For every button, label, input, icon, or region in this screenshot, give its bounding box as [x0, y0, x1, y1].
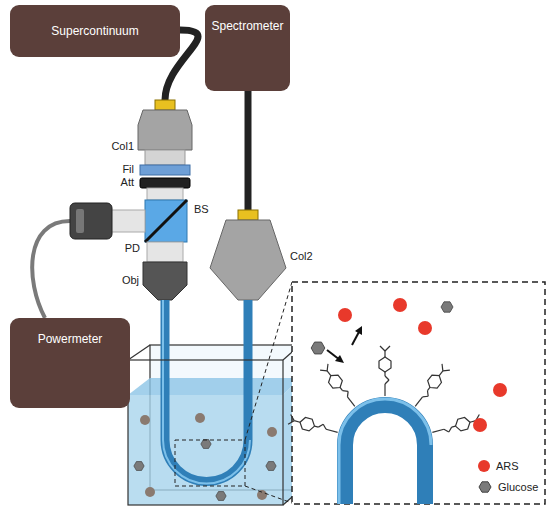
- zoom-inset: [292, 282, 545, 504]
- sample-tank: [245, 486, 292, 503]
- instrument-box: Supercontinuum: [10, 5, 180, 57]
- legend-symbol: [478, 480, 492, 494]
- instrument-name: Spectrometer: [211, 19, 283, 33]
- zoom-inset: [379, 346, 391, 396]
- sample-tank: [195, 413, 205, 423]
- collimator-stack: [147, 242, 183, 262]
- legend-row: ARS: [478, 460, 519, 472]
- fiber-cables: [32, 221, 70, 318]
- collimator-stack: [138, 110, 192, 150]
- fiber-cables: [238, 210, 258, 220]
- instrument-name: Supercontinuum: [51, 24, 138, 38]
- sample-tank: [163, 300, 250, 484]
- component-label: BS: [194, 203, 209, 215]
- sample-tank: [201, 440, 211, 449]
- zoom-inset: [355, 326, 362, 335]
- zoom-inset: [319, 363, 359, 410]
- collimator-stack: [145, 150, 185, 165]
- legend-text: Glucose: [498, 481, 538, 493]
- zoom-inset: [393, 298, 407, 312]
- sample-tank: [257, 490, 267, 500]
- zoom-inset: [335, 355, 344, 363]
- collimator-stack: [70, 203, 112, 239]
- fiber-cables: [245, 91, 252, 210]
- legend-text: ARS: [496, 460, 519, 472]
- legend-swatch: [478, 460, 490, 472]
- sample-tank: [145, 487, 155, 497]
- zoom-inset: [410, 363, 450, 410]
- instrument-name: Powermeter: [38, 332, 103, 346]
- zoom-inset: [338, 308, 352, 322]
- sample-tank: [140, 415, 150, 425]
- collimator-stack: [140, 165, 190, 175]
- sample-tank: [245, 282, 292, 440]
- zoom-inset: [288, 414, 339, 439]
- sample-tank: [165, 300, 248, 482]
- component-label: Fil: [122, 163, 134, 175]
- glucose-symbol: [479, 482, 491, 492]
- zoom-inset: [493, 383, 507, 397]
- zoom-inset: [345, 405, 425, 504]
- sample-tank: [267, 427, 277, 437]
- sample-tank: [175, 440, 245, 486]
- component-label: Obj: [122, 274, 139, 286]
- component-label: Col2: [290, 250, 313, 262]
- zoom-inset: [339, 399, 431, 504]
- collimator-stack: [145, 200, 187, 242]
- sample-tank: [128, 345, 150, 360]
- zoom-inset: [441, 302, 453, 312]
- component-label: PD: [125, 242, 140, 254]
- collimator-stack: [76, 209, 84, 233]
- sample-tank: [266, 462, 276, 471]
- component-label: Col1: [111, 140, 134, 152]
- collimator-stack: [110, 210, 145, 232]
- collimator-stack: [210, 220, 286, 300]
- collimator-stack: [147, 188, 183, 200]
- zoom-inset: [288, 282, 545, 504]
- sample-tank: [216, 492, 226, 501]
- sample-tank: [128, 378, 300, 395]
- zoom-inset: [473, 418, 487, 432]
- collimator-stack: [140, 178, 190, 188]
- collimator-stack: [143, 262, 187, 300]
- collimator-stack: [145, 200, 187, 242]
- fiber-cables: [155, 100, 175, 110]
- component-label: Att: [121, 176, 134, 188]
- sample-tank: [128, 360, 283, 505]
- sample-tank: [128, 282, 300, 505]
- zoom-inset: [311, 342, 325, 354]
- legend-row: Glucose: [478, 480, 538, 494]
- instrument-box: Spectrometer: [205, 5, 290, 91]
- sample-tank: [128, 395, 283, 505]
- zoom-inset: [418, 321, 432, 335]
- sample-tank: [134, 462, 144, 471]
- collimator-stack: [70, 110, 286, 300]
- instrument-box: Powermeter: [10, 318, 130, 408]
